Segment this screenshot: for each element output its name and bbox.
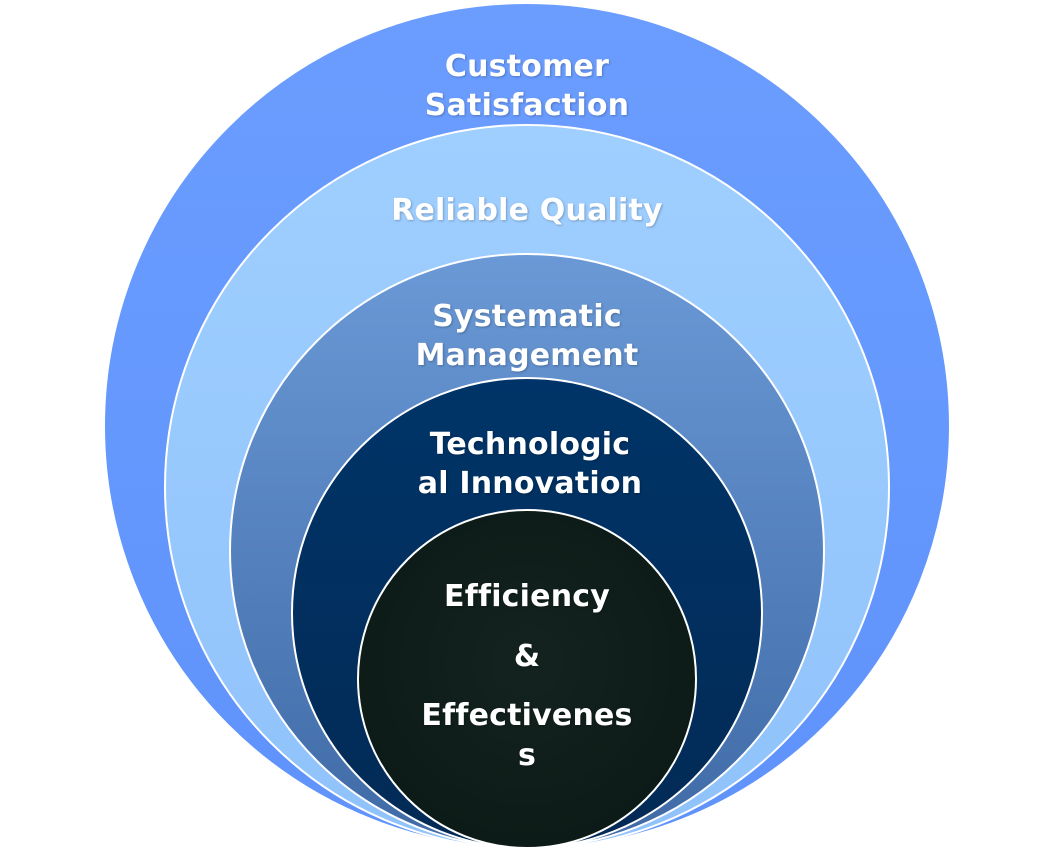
label-systematic-management: Systematic Management [327,297,727,375]
label-line: Management [415,338,639,373]
label-customer-satisfaction: Customer Satisfaction [327,47,727,125]
label-line: Efficiency [444,579,610,614]
label-technological-innovation: Technologic al Innovation [330,425,730,503]
label-line: al Innovation [417,466,643,501]
label-line: Systematic [432,299,622,334]
label-line: Reliable Quality [391,193,663,228]
label-line: s [517,738,537,773]
label-line: Technologic [429,427,631,462]
label-line: Effectivenes [421,698,633,733]
label-line: Customer [444,49,610,84]
label-line: & [513,639,541,674]
label-reliable-quality: Reliable Quality [327,191,727,230]
label-line: Satisfaction [424,88,630,123]
label-efficiency-effectiveness: Efficiency & Effectivenes s [327,577,727,776]
layer-efficiency-effectiveness [357,509,697,849]
